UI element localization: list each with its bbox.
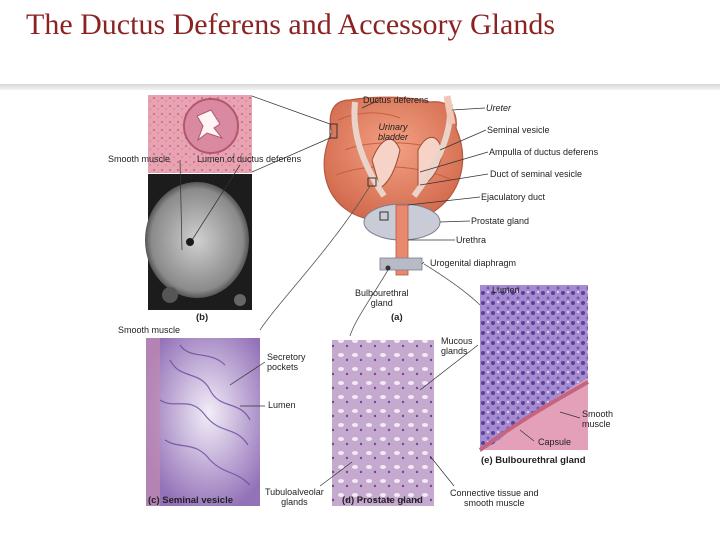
label-b-smooth-muscle: Smooth muscle [108, 154, 171, 164]
label-a-seminal-vesicle: Seminal vesicle [487, 125, 550, 135]
label-e-capsule: Capsule [538, 437, 572, 447]
title-divider [0, 84, 720, 90]
label-c-secretory-pockets: Secretory pockets [267, 352, 306, 372]
bulbourethral-gland-micrograph [480, 285, 588, 452]
label-a-ductus-deferens: Ductus deferens [363, 95, 429, 105]
label-c-lumen: Lumen [268, 400, 296, 410]
label-d-caption: (d) Prostate gland [342, 495, 423, 506]
label-a-urinary-bladder: Urinary bladder [378, 122, 409, 142]
label-b-lumen: Lumen of ductus deferens [197, 154, 302, 164]
prostate-gland-micrograph [332, 340, 434, 506]
label-e-smooth-muscle: Smooth muscle [582, 409, 614, 429]
label-a-ejaculatory-duct: Ejaculatory duct [481, 192, 546, 202]
label-a-urogenital-diaphragm: Urogenital diaphragm [430, 258, 517, 268]
label-a-ampulla: Ampulla of ductus deferens [489, 147, 599, 157]
label-a-letter: (a) [391, 312, 403, 323]
slide-title: The Ductus Deferens and Accessory Glands [26, 8, 555, 41]
seminal-vesicle-micrograph [146, 338, 260, 506]
label-a-urethra: Urethra [456, 235, 487, 245]
label-c-caption: (c) Seminal vesicle [148, 495, 234, 506]
bladder-anatomy-drawing [323, 95, 464, 276]
label-a-prostate-gland: Prostate gland [471, 216, 530, 226]
label-a-duct-seminal-vesicle: Duct of seminal vesicle [490, 169, 583, 179]
label-e-lumen: Lumen [492, 285, 520, 295]
label-d-mucous-glands: Mucous glands [441, 336, 473, 356]
label-a-bulbourethral-gland: Bulbourethral gland [355, 288, 409, 308]
label-a-ureter: Ureter [486, 103, 512, 113]
label-c-smooth-muscle: Smooth muscle [118, 325, 181, 335]
label-b-letter: (b) [196, 312, 209, 323]
label-d-connective-tissue: Connective tissue and smooth muscle [450, 488, 539, 508]
label-d-tubuloalveolar: Tubuloalveolar glands [265, 487, 324, 507]
label-e-caption: (e) Bulbourethral gland [481, 455, 586, 466]
